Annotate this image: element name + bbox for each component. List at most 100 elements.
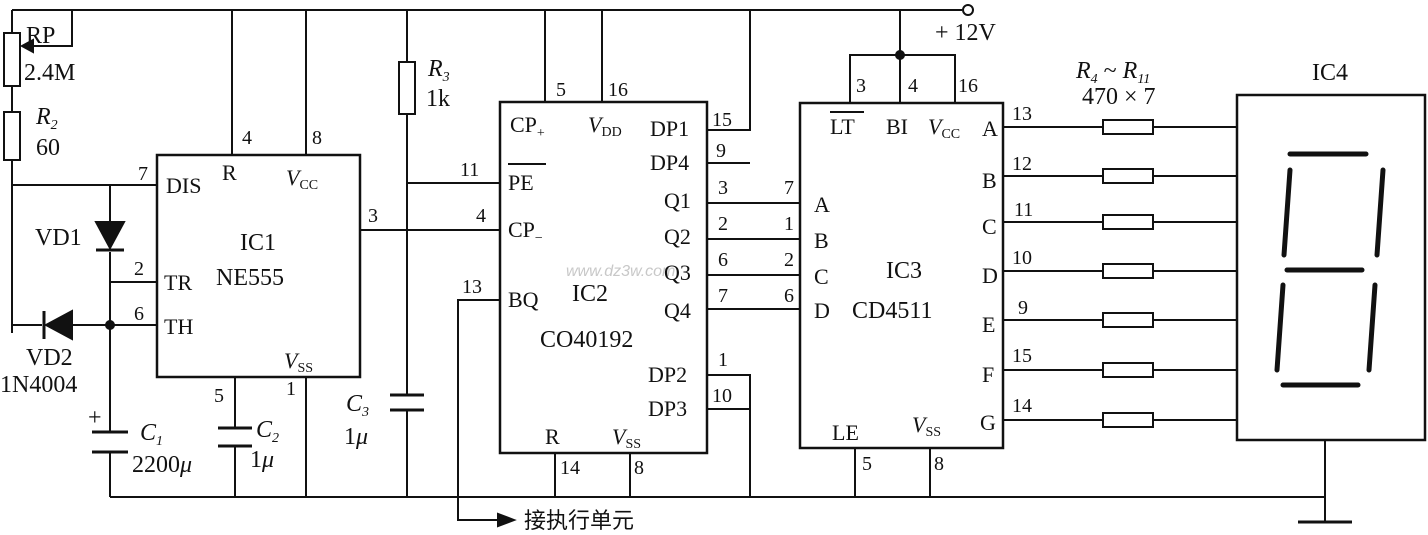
- ic2-dp3-label: DP3: [648, 396, 687, 421]
- ic2-pin14-num: 14: [560, 457, 580, 479]
- ic1-th-label: TH: [164, 314, 193, 339]
- ic2-q4-label: Q4: [664, 298, 691, 323]
- ic2-part: CO40192: [540, 327, 633, 353]
- ic2-q1-label: Q1: [664, 188, 691, 213]
- c3-name: C3: [346, 391, 369, 420]
- ic2-bq-label: BQ: [508, 287, 539, 312]
- ic3-lt-label: LT: [830, 114, 855, 139]
- resistor-r7: [1102, 263, 1154, 279]
- ic2-vdd-label: VDD: [588, 112, 622, 140]
- resistor-r3: [398, 61, 416, 115]
- ic2-cpm-label: CP−: [508, 217, 543, 246]
- ic1-name: IC1: [240, 230, 276, 256]
- r3-value: 1k: [426, 86, 450, 112]
- resistor-r10: [1102, 412, 1154, 428]
- ic2-pin13-num: 13: [462, 276, 482, 298]
- ic2-pin6-num: 6: [718, 249, 728, 271]
- ic3-pin16-num: 16: [958, 75, 978, 97]
- ic2-pe-label: PE: [508, 170, 534, 195]
- ic3-pin12-num: 12: [1012, 153, 1032, 175]
- c2-name: C2: [256, 417, 279, 446]
- supply-terminal: [962, 4, 974, 16]
- ic1-body: [155, 153, 362, 379]
- vd2-label: VD2: [26, 345, 73, 371]
- ic3-vss-label: VSS: [912, 412, 941, 440]
- ic3-pin14-num: 14: [1012, 395, 1032, 417]
- ic3-pin6-num: 6: [784, 285, 794, 307]
- wire: [707, 10, 751, 131]
- ic1-pin5-num: 5: [214, 385, 224, 407]
- ic1-vss-label: VSS: [284, 348, 313, 376]
- ic2-cpp-label: CP+: [510, 112, 545, 141]
- ic3-le-label: LE: [832, 420, 859, 445]
- c1-polarity: +: [88, 405, 102, 431]
- ic2-pin5-num: 5: [556, 79, 566, 101]
- ic3-pin3-num: 3: [856, 75, 866, 97]
- ic2-pin15-num: 15: [712, 109, 732, 131]
- output-label: 接执行单元: [524, 509, 634, 534]
- wire: [707, 374, 751, 497]
- ic3-c-in-label: C: [814, 264, 829, 289]
- r4-r11-value: 470 × 7: [1082, 84, 1156, 110]
- ic1-pin8-num: 8: [312, 127, 322, 149]
- ic3-a-label: A: [982, 116, 998, 141]
- ic3-c-label: C: [982, 214, 997, 239]
- watermark: www.dz3w.com: [566, 263, 675, 280]
- resistor-r8: [1102, 312, 1154, 328]
- resistor-r4: [1102, 119, 1154, 135]
- wire: [457, 299, 500, 521]
- ic3-name: IC3: [886, 258, 922, 284]
- ic3-bi-label: BI: [886, 114, 908, 139]
- ic2-pin7-num: 7: [718, 285, 728, 307]
- ic1-dis-label: DIS: [166, 173, 201, 198]
- output-arrow: [497, 512, 517, 528]
- r2-name: R2: [35, 104, 58, 133]
- rp-name: RP: [26, 23, 55, 49]
- ic3-e-label: E: [982, 312, 995, 337]
- c2-value: 1μ: [250, 447, 274, 473]
- ic2-pin10-num: 10: [712, 385, 732, 407]
- ic2-body: [498, 100, 709, 455]
- ic2-q3-label: Q3: [664, 260, 691, 285]
- labels: www.dz3w.com + 12V RP 2.4M R2 60 VD1 VD2…: [0, 20, 1348, 534]
- diode-vd1: [94, 221, 126, 251]
- ic3-pin13-num: 13: [1012, 103, 1032, 125]
- ic2-dp4-label: DP4: [650, 150, 689, 175]
- ic3-pin7-num: 7: [784, 177, 794, 199]
- ic2-pin11-num: 11: [460, 159, 479, 181]
- ic2-pin2-num: 2: [718, 213, 728, 235]
- ic3-pin4-num: 4: [908, 75, 918, 97]
- segment-c: [1366, 282, 1378, 373]
- ic3-g-label: G: [980, 410, 996, 435]
- rp-value: 2.4M: [24, 60, 75, 86]
- ic2-pin16-num: 16: [608, 79, 628, 101]
- resistor-r6: [1102, 214, 1154, 230]
- ic3-b-in-label: B: [814, 228, 829, 253]
- seven-segment-digit: [1274, 151, 1386, 388]
- ic3-pin8-num: 8: [934, 453, 944, 475]
- ic3-pin2-num: 2: [784, 249, 794, 271]
- vd1-label: VD1: [35, 225, 82, 251]
- rp-wiper-arrow: [19, 38, 34, 54]
- resistor-r5: [1102, 168, 1154, 184]
- resistor-rp: [3, 32, 21, 87]
- diode-vd2: [43, 309, 73, 341]
- ic2-pin1-num: 1: [718, 349, 728, 371]
- ic4-name: IC4: [1312, 60, 1348, 86]
- resistor-r9: [1102, 362, 1154, 378]
- ic1-pin1-num: 1: [286, 378, 296, 400]
- r2-value: 60: [36, 135, 60, 161]
- ic3-b-label: B: [982, 168, 997, 193]
- ic1-pin2-num: 2: [134, 258, 144, 280]
- c3-value: 1μ: [344, 424, 368, 450]
- wires: [11, 4, 1352, 528]
- vd2-part: 1N4004: [0, 372, 77, 398]
- ic2-r-label: R: [545, 424, 560, 449]
- ic3-pin11-num: 11: [1014, 199, 1033, 221]
- ic2-dp2-label: DP2: [648, 362, 687, 387]
- ic2-pin9-num: 9: [716, 140, 726, 162]
- c1-value: 2200μ: [132, 452, 192, 478]
- segment-b: [1374, 167, 1386, 258]
- ic3-pin15-num: 15: [1012, 345, 1032, 367]
